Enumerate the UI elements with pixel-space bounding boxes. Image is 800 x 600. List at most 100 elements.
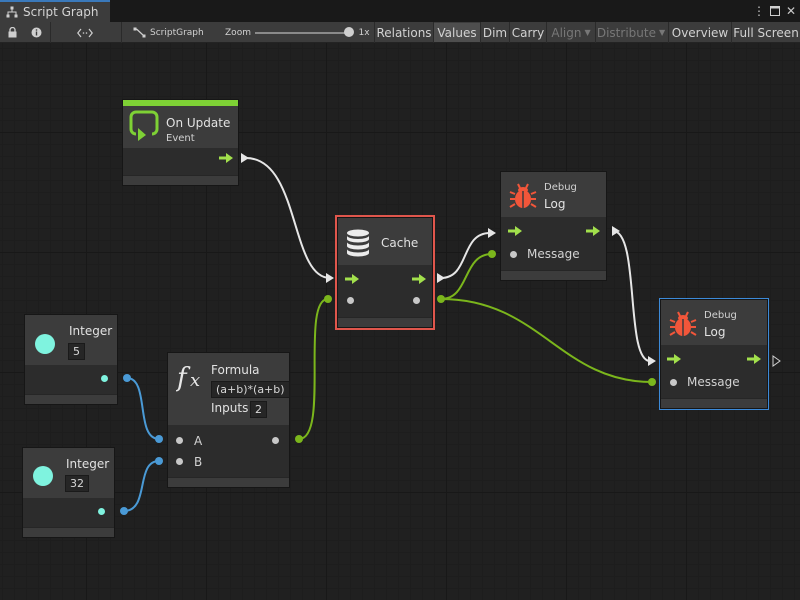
flow-input-arrow-icon[interactable] bbox=[508, 226, 522, 236]
message-port-label: Message bbox=[527, 247, 580, 261]
toolbar-separator bbox=[731, 22, 732, 43]
close-icon[interactable]: ✕ bbox=[785, 4, 797, 18]
align-label: Align bbox=[551, 25, 582, 40]
toolbar-separator bbox=[50, 22, 51, 43]
on-update-node[interactable]: On Update Event bbox=[122, 99, 239, 186]
node-header: Debug Log bbox=[661, 300, 767, 345]
flow-output-arrow-icon[interactable] bbox=[412, 274, 426, 284]
distribute-dropdown[interactable]: Distribute▼ bbox=[596, 23, 666, 42]
integer-node[interactable]: Integer 32 bbox=[22, 447, 115, 538]
script-graph-icon bbox=[133, 27, 146, 38]
debug-log-node[interactable]: Debug Log Message bbox=[659, 298, 769, 410]
debug-log-node[interactable]: Debug Log Message bbox=[500, 171, 607, 281]
value-input-port[interactable] bbox=[670, 379, 677, 386]
flow-output-arrow-icon[interactable] bbox=[747, 354, 761, 364]
value-output-port[interactable] bbox=[413, 297, 420, 304]
values-button[interactable]: Values bbox=[434, 23, 480, 42]
tab-title: Script Graph bbox=[23, 5, 99, 19]
node-body bbox=[123, 148, 238, 177]
node-footer bbox=[661, 398, 767, 408]
node-header: Integer 32 bbox=[23, 448, 114, 498]
integer-node[interactable]: Integer 5 bbox=[24, 314, 118, 405]
node-body bbox=[25, 365, 117, 396]
flow-input-arrow-icon[interactable] bbox=[345, 274, 359, 284]
node-body: A B bbox=[168, 425, 289, 479]
formula-expression-field[interactable]: (a+b)*(a+b) bbox=[211, 381, 290, 398]
node-subtitle: Event bbox=[166, 133, 195, 144]
integer-type-icon bbox=[33, 466, 53, 486]
formula-fx-icon: f x bbox=[175, 361, 208, 397]
node-title: Cache bbox=[381, 236, 419, 250]
node-body bbox=[338, 265, 432, 319]
svg-text:x: x bbox=[190, 370, 200, 391]
toolbar-separator bbox=[480, 22, 481, 43]
flow-output-arrow-icon[interactable] bbox=[586, 226, 600, 236]
value-output-port[interactable] bbox=[272, 437, 279, 444]
zoom-slider-handle[interactable] bbox=[344, 27, 354, 37]
svg-text:f: f bbox=[176, 363, 191, 393]
bug-icon bbox=[509, 182, 537, 214]
toolbar-separator bbox=[668, 22, 669, 43]
node-title: Formula bbox=[211, 363, 260, 377]
full-screen-button[interactable]: Full Screen bbox=[732, 23, 800, 42]
node-header: Integer 5 bbox=[25, 315, 117, 365]
integer-value-field[interactable]: 32 bbox=[65, 475, 89, 492]
integer-value-field[interactable]: 5 bbox=[68, 343, 85, 360]
node-header: f x Formula (a+b)*(a+b) Inputs 2 bbox=[168, 353, 290, 425]
kebab-menu-icon[interactable]: ⋮ bbox=[753, 4, 765, 18]
node-title: On Update bbox=[166, 116, 231, 130]
dim-button[interactable]: Dim bbox=[481, 23, 509, 42]
inputs-count-field[interactable]: 2 bbox=[250, 401, 267, 418]
node-footer bbox=[168, 477, 289, 487]
graph-toolbar: ScriptGraph Zoom 1x Relations Values Dim… bbox=[0, 22, 800, 43]
node-footer bbox=[338, 317, 432, 327]
toolbar-separator bbox=[121, 22, 122, 43]
cache-node[interactable]: Cache bbox=[335, 215, 435, 330]
carry-button[interactable]: Carry bbox=[510, 23, 546, 42]
toolbar-separator bbox=[374, 22, 375, 43]
inputs-label: Inputs bbox=[211, 401, 249, 415]
node-footer bbox=[25, 394, 117, 404]
overview-button[interactable]: Overview bbox=[669, 23, 731, 42]
node-title: Log bbox=[704, 325, 726, 339]
chevron-down-icon: ▼ bbox=[658, 28, 666, 37]
tab-script-graph[interactable]: Script Graph bbox=[0, 0, 110, 22]
node-title: Integer bbox=[66, 457, 110, 471]
node-footer bbox=[23, 527, 114, 537]
code-icon[interactable] bbox=[74, 23, 96, 42]
value-output-port[interactable] bbox=[101, 375, 108, 382]
value-input-port[interactable] bbox=[176, 458, 183, 465]
graph-breadcrumb[interactable]: ScriptGraph bbox=[133, 23, 207, 42]
value-input-port[interactable] bbox=[510, 251, 517, 258]
node-footer bbox=[123, 175, 238, 185]
zoom-value: 1x bbox=[358, 27, 370, 38]
flow-output-arrow-icon[interactable] bbox=[219, 153, 233, 163]
toolbar-separator bbox=[433, 22, 434, 43]
align-dropdown[interactable]: Align▼ bbox=[547, 23, 595, 42]
relations-button[interactable]: Relations bbox=[375, 23, 433, 42]
node-category: Debug bbox=[704, 310, 737, 321]
event-accent-bar bbox=[123, 100, 238, 106]
formula-node[interactable]: f x Formula (a+b)*(a+b) Inputs 2 A B bbox=[167, 352, 290, 488]
node-body bbox=[23, 498, 114, 529]
value-output-port[interactable] bbox=[98, 508, 105, 515]
node-header: Debug Log bbox=[501, 172, 606, 217]
maximize-icon[interactable] bbox=[768, 3, 782, 19]
chevron-down-icon: ▼ bbox=[584, 28, 591, 37]
distribute-label: Distribute bbox=[596, 25, 656, 40]
lock-icon[interactable] bbox=[2, 23, 22, 42]
zoom-label: Zoom bbox=[225, 27, 251, 38]
integer-type-icon bbox=[35, 334, 55, 354]
node-body: Message bbox=[661, 345, 767, 400]
zoom-slider-track[interactable] bbox=[255, 32, 350, 34]
node-title: Integer bbox=[69, 324, 113, 338]
info-icon[interactable] bbox=[26, 23, 46, 42]
flow-input-arrow-icon[interactable] bbox=[667, 354, 681, 364]
value-input-port[interactable] bbox=[176, 437, 183, 444]
port-label-b: B bbox=[194, 455, 203, 469]
node-header: Cache bbox=[338, 218, 432, 265]
port-label-a: A bbox=[194, 434, 203, 448]
node-category: Debug bbox=[544, 182, 577, 193]
toolbar-separator bbox=[595, 22, 596, 43]
value-input-port[interactable] bbox=[347, 297, 354, 304]
